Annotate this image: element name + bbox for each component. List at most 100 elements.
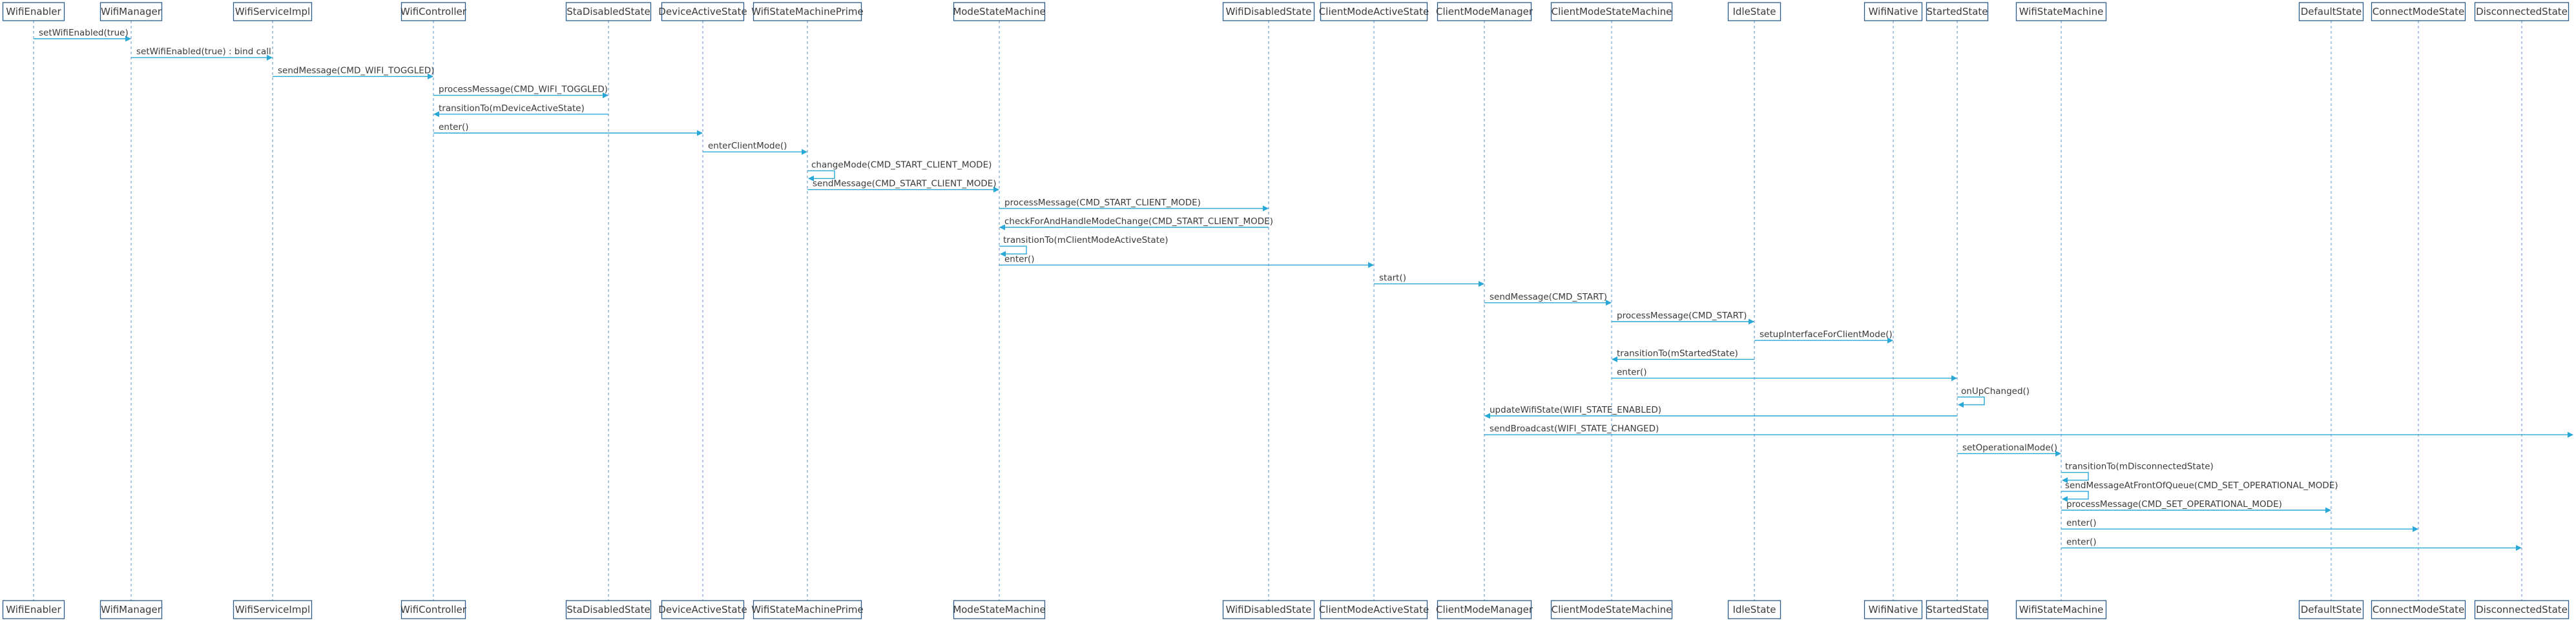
participant-box: [1864, 2, 1923, 21]
message-arrowhead: [1479, 281, 1484, 287]
message-label: transitionTo(mDeviceActiveState): [439, 103, 585, 114]
participant-label: DisconnectedState: [2476, 6, 2568, 17]
message-label: sendMessage(CMD_START): [1490, 292, 1607, 302]
message-arrowhead: [2055, 450, 2061, 457]
message-arrowhead: [808, 175, 814, 181]
message-26: processMessage(CMD_SET_OPERATIONAL_MODE): [2061, 499, 2331, 513]
message-arrowhead: [1368, 262, 1374, 268]
message-5: transitionTo(mDeviceActiveState): [433, 103, 608, 118]
message-arrowhead: [1749, 318, 1754, 325]
participant-label: ConnectModeState: [2373, 6, 2465, 17]
participant-box: [1222, 600, 1315, 619]
message-arrowhead: [1958, 402, 1964, 408]
message-label: setupInterfaceForClientMode(): [1760, 329, 1893, 340]
message-label: setWifiEnabled(true): [39, 28, 129, 38]
message-arrowhead: [2062, 477, 2068, 484]
self-message-line: [1957, 397, 1985, 406]
participant-box: [953, 2, 1046, 21]
participant-wifi-controller-bottom: WifiController: [400, 600, 467, 619]
message-label: checkForAndHandleModeChange(CMD_START_CL…: [1004, 216, 1273, 227]
message-arrowhead: [125, 36, 131, 42]
participant-label: WifiStateMachinePrime: [751, 6, 864, 17]
message-arrowhead: [267, 54, 273, 61]
participant-box: [2, 2, 65, 21]
message-3: sendMessage(CMD_WIFI_TOGGLED): [273, 65, 434, 79]
message-label: sendBroadcast(WIFI_STATE_CHANGED): [1490, 424, 1659, 434]
message-2: setWifiEnabled(true) : bind call: [131, 46, 273, 61]
participant-label: StartedState: [1926, 6, 1988, 17]
message-label: changeMode(CMD_START_CLIENT_MODE): [811, 160, 992, 170]
participant-label: IdleState: [1732, 6, 1776, 17]
participant-box: [565, 600, 652, 619]
participant-connect-mode-state-top: ConnectModeState: [2371, 2, 2466, 21]
message-28: enter(): [2061, 537, 2522, 551]
message-27: enter(): [2061, 518, 2418, 532]
participant-box: [2015, 600, 2107, 619]
participant-label: IdleState: [1732, 604, 1776, 615]
participant-box: [1437, 2, 1532, 21]
participant-started-state-bottom: StartedState: [1926, 600, 1989, 619]
participant-label: ClientModeActiveState: [1319, 604, 1429, 615]
participant-label: WifiServiceImpl: [235, 6, 310, 17]
message-label: transitionTo(mClientModeActiveState): [1003, 235, 1169, 245]
participant-label: WifiController: [400, 604, 467, 615]
participant-box: [1222, 2, 1315, 21]
message-14: start(): [1374, 273, 1484, 287]
participant-box: [400, 2, 466, 21]
participant-disconnected-state-top: DisconnectedState: [2474, 2, 2570, 21]
participant-label: ClientModeActiveState: [1319, 6, 1429, 17]
message-arrowhead: [1887, 337, 1893, 344]
participant-box: [1320, 600, 1428, 619]
message-9: sendMessage(CMD_START_CLIENT_MODE): [807, 179, 999, 193]
participant-box: [2298, 600, 2364, 619]
participant-label: DeviceActiveState: [658, 6, 747, 17]
participant-box: [1550, 600, 1673, 619]
participant-label: ClientModeManager: [1436, 6, 1533, 17]
participant-box: [2474, 600, 2570, 619]
message-label: processMessage(CMD_START_CLIENT_MODE): [1004, 198, 1201, 208]
participant-box: [1864, 600, 1923, 619]
participant-sta-disabled-state-top: StaDisabledState: [565, 2, 652, 21]
participant-box: [1320, 2, 1428, 21]
participant-box: [2298, 2, 2364, 21]
participant-disconnected-state-bottom: DisconnectedState: [2474, 600, 2570, 619]
message-label: sendMessage(CMD_WIFI_TOGGLED): [278, 65, 434, 76]
participant-client-mode-active-state-bottom: ClientModeActiveState: [1319, 600, 1429, 619]
message-22: sendBroadcast(WIFI_STATE_CHANGED): [1484, 424, 2573, 438]
participant-wifi-manager-top: WifiManager: [99, 2, 163, 21]
message-label: enter(): [2066, 518, 2097, 528]
participant-wifi-state-machine-prime-top: WifiStateMachinePrime: [751, 2, 864, 21]
participant-label: ClientModeManager: [1436, 604, 1533, 615]
self-message-line: [2061, 491, 2089, 500]
participant-default-state-top: DefaultState: [2298, 2, 2364, 21]
participant-connect-mode-state-bottom: ConnectModeState: [2371, 600, 2466, 619]
participant-box: [233, 600, 313, 619]
participant-label: StaDisabledState: [566, 6, 650, 17]
message-label: sendMessage(CMD_START_CLIENT_MODE): [813, 179, 997, 189]
message-arrowhead: [2062, 496, 2068, 502]
participant-box: [753, 2, 862, 21]
participant-label: WifiNative: [1869, 6, 1918, 17]
message-label: transitionTo(mDisconnectedState): [2065, 462, 2214, 472]
participant-box: [400, 600, 466, 619]
participant-box: [2371, 2, 2466, 21]
participant-box: [565, 2, 652, 21]
participant-mode-state-machine-top: ModeStateMachine: [953, 2, 1046, 21]
participant-label: ConnectModeState: [2373, 604, 2465, 615]
message-15: sendMessage(CMD_START): [1484, 292, 1612, 306]
participant-label: WifiEnabler: [6, 604, 61, 615]
message-arrowhead: [1000, 251, 1006, 257]
message-6: enter(): [433, 122, 703, 136]
participant-label: WifiNative: [1869, 604, 1918, 615]
participant-label: WifiController: [400, 6, 467, 17]
message-8: changeMode(CMD_START_CLIENT_MODE): [807, 160, 992, 181]
participant-wifi-disabled-state-top: WifiDisabledState: [1222, 2, 1315, 21]
message-label: enter(): [1617, 367, 1647, 378]
participant-box: [753, 600, 862, 619]
participant-box: [99, 600, 163, 619]
participant-box: [2474, 2, 2570, 21]
message-label: processMessage(CMD_SET_OPERATIONAL_MODE): [2066, 499, 2282, 510]
participant-box: [1727, 2, 1781, 21]
message-label: processMessage(CMD_START): [1617, 311, 1747, 321]
participant-label: DisconnectedState: [2476, 604, 2568, 615]
